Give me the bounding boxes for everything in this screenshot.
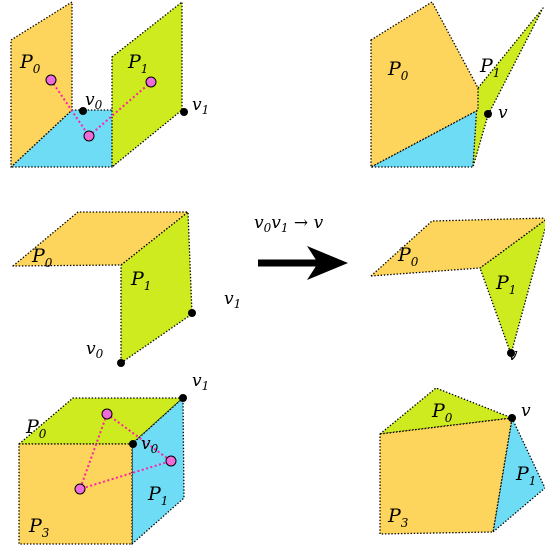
label-v0: v0 xyxy=(85,90,103,112)
face-p0 xyxy=(379,387,513,435)
label-p3: P3 xyxy=(387,505,409,530)
label-p1: P1 xyxy=(147,483,168,508)
vertex-v1 xyxy=(180,108,188,116)
label-v1: v1 xyxy=(224,289,241,311)
panel-row1-right: P0 P1 v xyxy=(370,1,544,168)
face-p3 xyxy=(18,443,133,545)
label-v1: v1 xyxy=(192,371,209,393)
vertex-v1 xyxy=(179,394,187,402)
vertex-v xyxy=(484,110,492,118)
panel-row3-right: P0 P1 P3 v xyxy=(379,387,545,535)
label-v0: v0 xyxy=(141,434,159,456)
face-p0 xyxy=(370,217,545,277)
face-p1 xyxy=(472,7,544,168)
dual-edge xyxy=(78,413,174,491)
vertex-v xyxy=(507,349,515,357)
vertex-v0 xyxy=(117,359,125,367)
vertex-v0 xyxy=(129,440,137,448)
label-v1: v1 xyxy=(192,95,209,117)
label-p0: P0 xyxy=(31,245,53,270)
arrow-head xyxy=(307,246,348,280)
edge-collapse-operation: v0v1 → v xyxy=(254,213,348,280)
dual-node xyxy=(101,408,113,420)
panel-row2-left: P0 P1 v1 v0 xyxy=(12,211,241,367)
label-p1: P1 xyxy=(479,55,500,80)
panel-row1-left: P0 P1 v0 v1 xyxy=(10,1,209,168)
dual-node xyxy=(165,455,177,467)
vertex-v xyxy=(508,414,516,422)
label-v: v xyxy=(498,103,508,123)
face-p0 xyxy=(18,397,184,445)
label-p3: P3 xyxy=(28,515,50,540)
operation-label: v0v1 → v xyxy=(254,213,324,235)
face-p1 xyxy=(120,211,193,364)
label-v0: v0 xyxy=(86,339,104,361)
label-p0: P0 xyxy=(25,416,47,441)
label-p1: P1 xyxy=(127,51,148,76)
dual-node xyxy=(145,76,157,88)
label-v: v xyxy=(508,345,518,365)
label-p1: P1 xyxy=(515,463,536,488)
face-p1 xyxy=(131,397,185,545)
label-p0: P0 xyxy=(387,58,409,83)
panel-row2-right: P0 P1 v xyxy=(370,217,545,365)
label-p0: P0 xyxy=(19,51,41,76)
face-p3 xyxy=(379,417,513,535)
label-v: v xyxy=(521,401,531,421)
vertex-v0 xyxy=(79,107,87,115)
label-p1: P1 xyxy=(130,268,151,293)
dual-node xyxy=(45,74,57,86)
vertex-v1 xyxy=(188,309,196,317)
dual-node xyxy=(83,130,95,142)
face-p1 xyxy=(492,417,545,533)
label-p0: P0 xyxy=(397,244,419,269)
panel-row3-left: P0 P1 P3 v1 v0 xyxy=(18,371,209,545)
label-p1: P1 xyxy=(495,272,516,297)
label-p0: P0 xyxy=(431,400,453,425)
dual-node xyxy=(74,483,86,495)
face-p0 xyxy=(12,211,189,267)
face-p0 xyxy=(370,1,479,168)
